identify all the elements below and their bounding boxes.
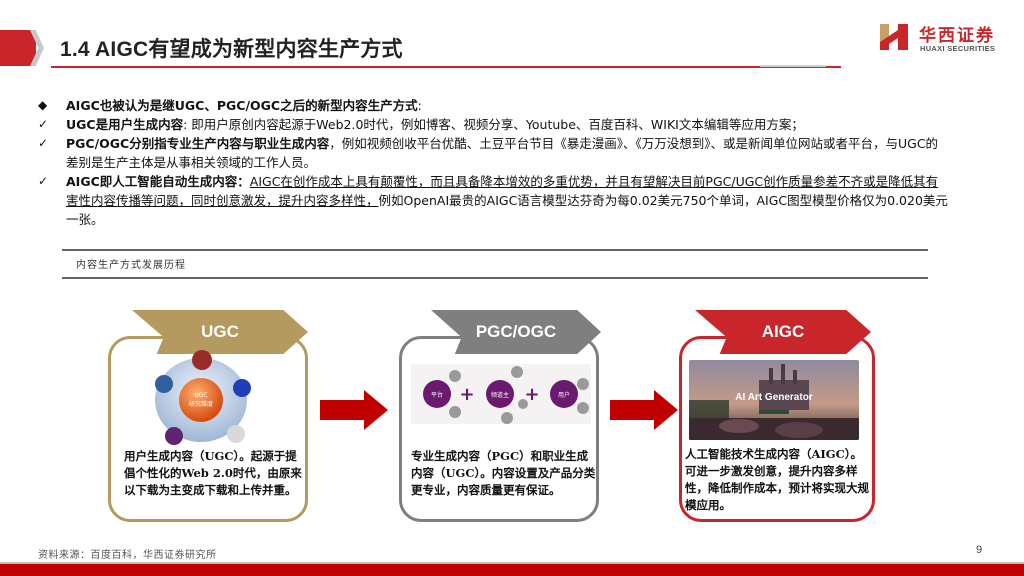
ugc-research-diagram: UGC 研究维度: [155, 350, 251, 445]
checkmark-icon: ✓: [38, 136, 49, 150]
logo-cn-text: 华西证券: [919, 26, 995, 46]
bullet-bold: AIGC即人工智能自动生成内容：: [66, 174, 250, 189]
bullet-intro-bold: AIGC也被认为是继UGC、PGC/OGC之后的新型内容生产方式: [66, 98, 418, 113]
stage-aigc: AIGC AI Art Generator 人工智能技术生成内容（AIGC）。可…: [679, 310, 885, 525]
title-underline: [51, 66, 841, 68]
arrow-right-icon: [610, 390, 678, 430]
caption-rule-bottom: [62, 277, 928, 279]
bullet-bold: UGC是用户生成内容: [66, 117, 184, 132]
checkmark-icon: ✓: [38, 117, 49, 131]
bullet-item-ugc: ✓ UGC是用户生成内容: 即用户原创内容起源于Web2.0时代，例如博客、视频…: [38, 115, 948, 134]
svg-text:用户: 用户: [558, 391, 570, 399]
source-note: 资料来源：百度百科，华西证券研究所: [38, 550, 217, 561]
ai-art-generator-image: AI Art Generator: [689, 360, 859, 440]
pgc-ecosystem-diagram: 平台 + 频道主 + 用户: [411, 364, 591, 424]
section-caption: 内容生产方式发展历程: [76, 260, 186, 271]
stage-description: 人工智能技术生成内容（AIGC）。可进一步激发创意，提升内容多样性，降低制作成本…: [685, 447, 869, 512]
stage-description: 专业生成内容（PGC）和职业生成内容（UGC）。内容设置及产品分类更专业，内容质…: [411, 449, 596, 497]
svg-text:研究维度: 研究维度: [189, 400, 213, 408]
page-title: 1.4 AIGC有望成为新型内容生产方式: [60, 38, 403, 61]
svg-text:频道主: 频道主: [491, 391, 509, 399]
bullet-list: ◆ AIGC也被认为是继UGC、PGC/OGC之后的新型内容生产方式: ✓ UG…: [38, 96, 948, 229]
stage-banner: UGC: [132, 310, 308, 354]
bullet-text: ，例如视频创收平台优酷、土豆平台节目《暴走漫画》、《万万没想到》、或是新闻单位网…: [66, 136, 939, 170]
bullet-intro: ◆ AIGC也被认为是继UGC、PGC/OGC之后的新型内容生产方式:: [38, 96, 948, 115]
stage-banner: PGC/OGC: [431, 310, 601, 354]
bullet-text: 例如OpenAI最贵的AIGC语言模型达芬奇为每0.02美元750个单词，AIG…: [66, 193, 948, 227]
bullet-item-pgc: ✓ PGC/OGC分别指专业生产内容与职业生成内容，例如视频创收平台优酷、土豆平…: [38, 134, 948, 172]
header-red-block: [0, 30, 36, 66]
svg-text:AI Art Generator: AI Art Generator: [735, 392, 813, 403]
huaxi-h-logo-icon: [880, 24, 908, 50]
checkmark-icon: ✓: [38, 174, 49, 188]
caption-rule-top: [62, 249, 928, 251]
diamond-icon: ◆: [38, 98, 48, 112]
bullet-text: : 即用户原创内容起源于Web2.0时代，例如博客、视频分享、Youtube、百…: [183, 117, 804, 132]
svg-text:+: +: [459, 384, 474, 405]
stage-ugc: UGC UGC 研究维度 用户生成内容（UGC）。起源于提倡个性化的Web 2.…: [108, 310, 314, 525]
huaxi-logo: 华西证券 HUAXI SECURITIES: [878, 20, 1018, 56]
stage-pgc-ogc: PGC/OGC 平台 + 频道主 + 用户 专业生成内容（PGC）和职业生成内容…: [399, 310, 605, 525]
bullet-underlined: AIGC在创作成本上具有颠覆性，而且具备降本增效的多重优势，并且有望解决目前PG…: [66, 174, 939, 208]
page-number: 9: [976, 544, 983, 556]
svg-text:+: +: [524, 384, 539, 405]
svg-text:UGC: UGC: [194, 392, 207, 399]
title-underline-grey: [760, 65, 826, 67]
footer-grey-band: [0, 562, 1024, 564]
svg-text:平台: 平台: [431, 391, 443, 399]
stage-description: 用户生成内容（UGC）。起源于提倡个性化的Web 2.0时代，由原来以下载为主变…: [124, 449, 302, 497]
logo-en-text: HUAXI SECURITIES: [920, 44, 996, 53]
bullet-item-aigc: ✓ AIGC即人工智能自动生成内容：AIGC在创作成本上具有颠覆性，而且具备降本…: [38, 172, 948, 229]
bullet-bold: PGC/OGC分别指专业生产内容与职业生成内容: [66, 136, 330, 151]
stage-banner: AIGC: [695, 310, 871, 354]
footer-red-band: [0, 564, 1024, 576]
arrow-right-icon: [320, 390, 388, 430]
bullet-intro-text: :: [417, 98, 422, 113]
